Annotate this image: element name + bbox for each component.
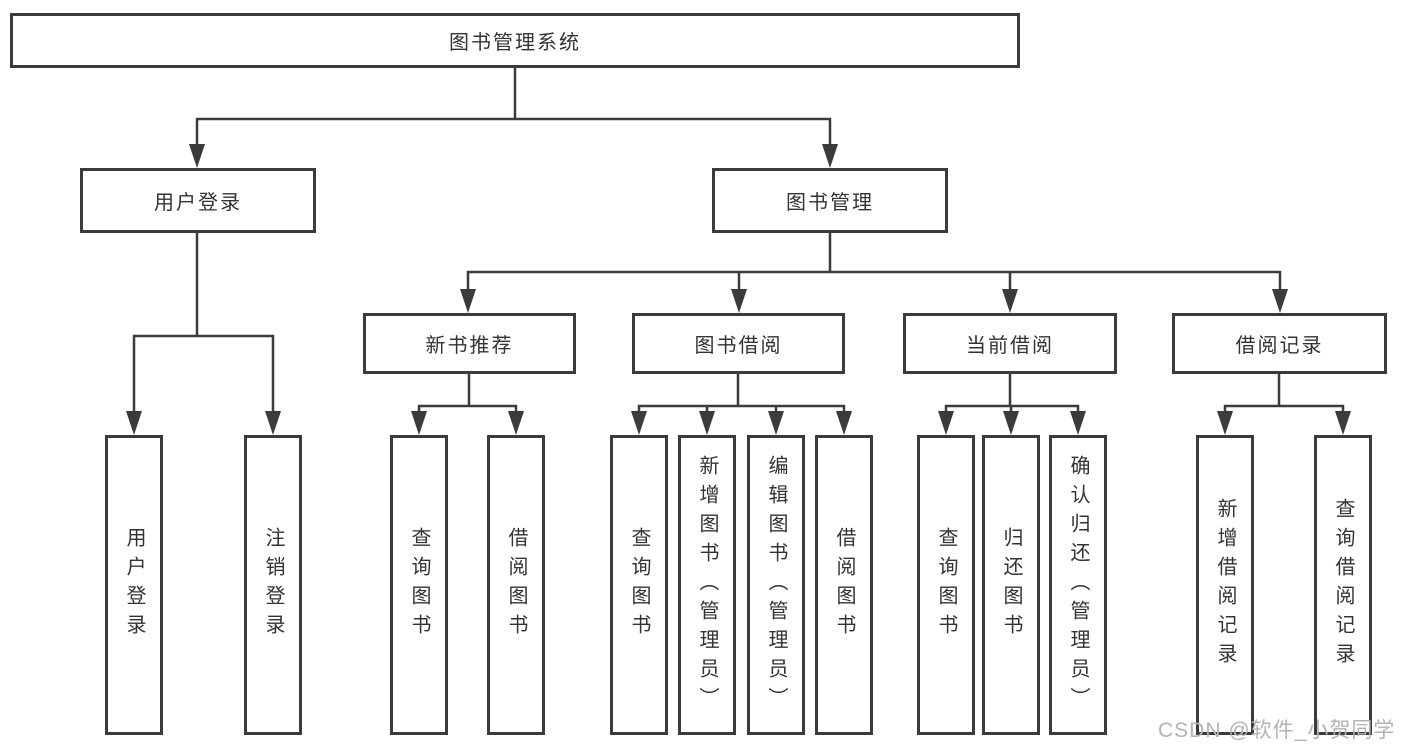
arrowhead-icon bbox=[126, 411, 142, 435]
leaf-query-borrow-record: 查询借阅记录 bbox=[1314, 435, 1372, 735]
leaf-query-book-current: 查询图书 bbox=[917, 435, 975, 735]
arrowhead-icon bbox=[265, 411, 281, 435]
node-label: 当前借阅 bbox=[966, 335, 1054, 357]
leaf-label: 查询图书 bbox=[408, 527, 430, 643]
leaf-label: 确认归还（管理员） bbox=[1067, 454, 1089, 716]
leaf-label: 编辑图书（管理员） bbox=[765, 454, 787, 716]
leaf-borrow-book-borrow: 借阅图书 bbox=[815, 435, 873, 735]
leaf-add-book-admin: 新增图书（管理员） bbox=[678, 435, 736, 735]
watermark: CSDN @软件_小贺同学 bbox=[1158, 719, 1396, 742]
leaf-label: 借阅图书 bbox=[833, 527, 855, 643]
node-label: 借阅记录 bbox=[1235, 335, 1324, 357]
leaf-label: 新增借阅记录 bbox=[1214, 498, 1236, 672]
leaf-label: 查询图书 bbox=[935, 527, 957, 643]
leaf-query-book-recommend: 查询图书 bbox=[390, 435, 448, 735]
leaf-logout-login: 注销登录 bbox=[244, 435, 302, 735]
leaf-borrow-book-recommend: 借阅图书 bbox=[487, 435, 545, 735]
leaf-label: 查询借阅记录 bbox=[1332, 498, 1354, 672]
leaf-label: 用户登录 bbox=[123, 527, 145, 643]
arrowhead-icon bbox=[1070, 411, 1086, 435]
arrowhead-icon bbox=[189, 144, 205, 168]
arrowhead-icon bbox=[631, 411, 647, 435]
leaf-confirm-return-admin: 确认归还（管理员） bbox=[1049, 435, 1107, 735]
arrowhead-icon bbox=[411, 411, 427, 435]
node-user-login: 用户登录 bbox=[80, 168, 316, 233]
leaf-edit-book-admin: 编辑图书（管理员） bbox=[747, 435, 805, 735]
node-label: 新书推荐 bbox=[425, 335, 514, 357]
arrowhead-icon bbox=[1335, 411, 1351, 435]
leaf-label: 注销登录 bbox=[262, 527, 284, 643]
arrowhead-icon bbox=[1002, 289, 1018, 313]
leaf-label: 归还图书 bbox=[1000, 527, 1022, 643]
arrowhead-icon bbox=[836, 411, 852, 435]
node-label: 用户登录 bbox=[154, 192, 242, 214]
node-new-book-recommend: 新书推荐 bbox=[363, 313, 576, 374]
arrowhead-icon bbox=[1003, 411, 1019, 435]
leaf-return-book: 归还图书 bbox=[982, 435, 1040, 735]
arrowhead-icon bbox=[1217, 411, 1233, 435]
node-label: 图书借阅 bbox=[694, 335, 783, 357]
node-book-management: 图书管理 bbox=[712, 168, 948, 233]
leaf-user-login: 用户登录 bbox=[105, 435, 163, 735]
node-current-borrow: 当前借阅 bbox=[903, 313, 1117, 374]
arrowhead-icon bbox=[1272, 289, 1288, 313]
arrowhead-icon bbox=[508, 411, 524, 435]
arrowhead-icon bbox=[699, 411, 715, 435]
node-borrow-records: 借阅记录 bbox=[1172, 313, 1387, 374]
node-book-borrow: 图书借阅 bbox=[632, 313, 845, 374]
arrowhead-icon bbox=[731, 289, 747, 313]
leaf-label: 新增图书（管理员） bbox=[696, 454, 718, 716]
arrowhead-icon bbox=[768, 411, 784, 435]
node-label: 图书管理 bbox=[786, 192, 874, 214]
node-label: 图书管理系统 bbox=[449, 32, 581, 54]
arrowhead-icon bbox=[460, 289, 476, 313]
leaf-label: 查询图书 bbox=[628, 527, 650, 643]
arrowhead-icon bbox=[938, 411, 954, 435]
leaf-label: 借阅图书 bbox=[505, 527, 527, 643]
leaf-query-book-borrow: 查询图书 bbox=[610, 435, 668, 735]
arrowhead-icon bbox=[822, 144, 838, 168]
leaf-add-borrow-record: 新增借阅记录 bbox=[1196, 435, 1254, 735]
node-root-system: 图书管理系统 bbox=[10, 13, 1020, 68]
